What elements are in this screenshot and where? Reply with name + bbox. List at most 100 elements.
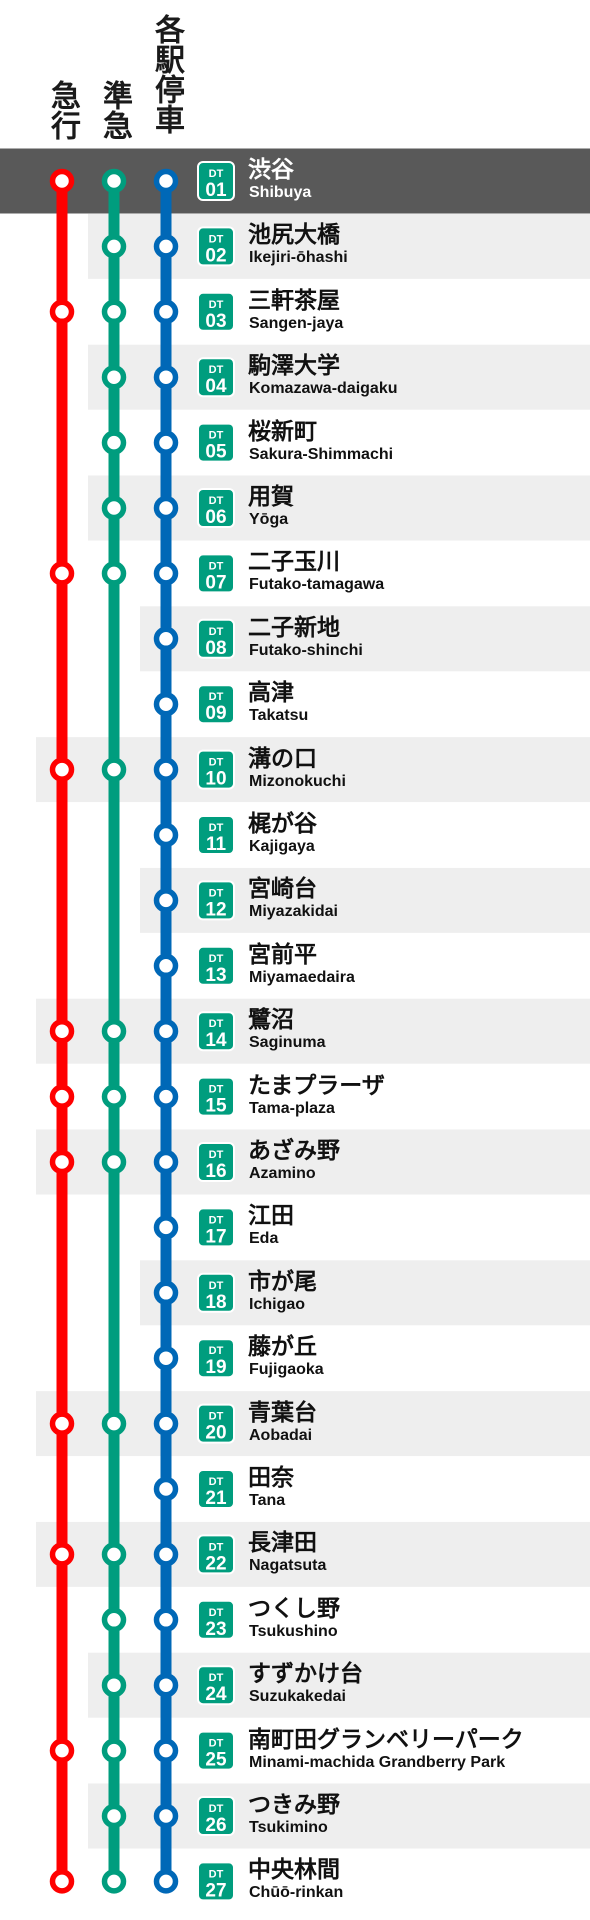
station-name-en: Yōga	[249, 511, 289, 528]
stop-marker	[101, 1803, 127, 1829]
badge-station-number: 15	[205, 1096, 227, 1117]
badge-station-number: 14	[205, 1030, 227, 1051]
badge-station-number: 01	[205, 180, 227, 201]
badge-box	[197, 1730, 235, 1771]
station-name-en: Ichigao	[249, 1295, 306, 1313]
station-name-ja: つきみ野	[248, 1792, 340, 1818]
stop-marker	[153, 1084, 179, 1109]
station-name-en: Sakura-Shimmachi	[249, 445, 394, 463]
badge-box	[197, 880, 235, 921]
badge-box	[197, 1403, 235, 1444]
station-name-ja: 梶が谷	[248, 811, 317, 837]
badge-station-number: 27	[205, 1880, 226, 1901]
badge-line-code: DT	[209, 1541, 224, 1553]
stop-marker	[49, 1542, 75, 1567]
stop-marker	[49, 561, 75, 586]
station-name-ja: 用賀	[248, 484, 294, 510]
badge-box	[197, 1796, 235, 1836]
badge-line-code: DT	[209, 495, 224, 507]
badge-station-number: 02	[205, 245, 226, 266]
badge-box	[197, 161, 235, 201]
row-background	[36, 1129, 590, 1195]
station-name-ja: 江田	[248, 1203, 294, 1230]
stop-marker	[153, 299, 179, 325]
stop-marker	[49, 1084, 75, 1109]
station-name-ja: 渋谷	[248, 157, 294, 183]
badge-station-number: 17	[205, 1226, 226, 1247]
station-name-en: Eda	[249, 1230, 279, 1248]
station-name-en: Tsukushino	[249, 1622, 338, 1640]
badge-line-code: DT	[209, 233, 224, 245]
badge-box	[197, 1665, 235, 1706]
badge-station-number: 19	[205, 1357, 226, 1378]
station-name-en: Chūō-rinkan	[249, 1884, 344, 1902]
badge-station-number: 23	[205, 1619, 226, 1640]
stop-marker	[101, 757, 127, 782]
stop-marker	[153, 1215, 179, 1240]
badge-box	[197, 1534, 235, 1575]
badge-box	[197, 1272, 235, 1313]
station-name-en: Takatsu	[249, 707, 309, 725]
stop-marker	[153, 888, 179, 913]
badge-station-number: 25	[205, 1750, 227, 1771]
stop-marker	[153, 1869, 179, 1894]
stop-marker	[153, 1345, 179, 1371]
badge-line-code: DT	[209, 1803, 224, 1815]
station-name-ja: 三軒茶屋	[248, 287, 340, 314]
stop-marker	[49, 1738, 75, 1763]
stop-marker	[153, 1149, 179, 1175]
station-name-en: Fujigaoka	[249, 1361, 324, 1379]
stop-marker	[153, 1280, 179, 1306]
stop-marker	[153, 561, 179, 586]
header-semi-express: 準急	[97, 80, 132, 140]
badge-box	[197, 291, 235, 332]
badge-line-code: DT	[209, 691, 224, 703]
badge-station-number: 22	[205, 1553, 226, 1574]
stop-marker	[49, 1411, 75, 1436]
badge-line-code: DT	[209, 1084, 224, 1096]
badge-line-code: DT	[209, 364, 224, 376]
stop-marker	[153, 1803, 179, 1829]
station-name-ja: 鷺沼	[248, 1007, 294, 1034]
station-name-ja: 市が尾	[248, 1268, 317, 1295]
stop-marker	[101, 299, 127, 325]
stop-marker	[153, 1476, 179, 1502]
badge-box	[197, 357, 235, 398]
station-name-ja: あざみ野	[248, 1138, 340, 1164]
station-name-en: Futako-tamagawa	[249, 576, 385, 594]
stop-marker	[101, 1607, 127, 1633]
badge-line-code: DT	[209, 626, 224, 638]
badge-station-number: 04	[205, 376, 227, 397]
stop-marker	[153, 1738, 179, 1763]
station-name-ja: 藤が丘	[248, 1334, 317, 1361]
badge-line-code: DT	[209, 1607, 224, 1619]
badge-station-number: 16	[205, 1161, 226, 1182]
station-name-en: Futako-shinchi	[249, 641, 363, 659]
stop-marker	[153, 495, 179, 521]
stop-marker	[101, 495, 127, 521]
stop-marker	[101, 1672, 127, 1698]
badge-line-code: DT	[209, 1411, 224, 1423]
badge-box	[197, 553, 235, 594]
badge-station-number: 03	[205, 311, 226, 332]
stop-marker	[49, 1149, 75, 1175]
badge-box	[197, 1338, 235, 1379]
badge-line-code: DT	[209, 1476, 224, 1488]
stop-marker	[101, 561, 127, 586]
badge-line-code: DT	[209, 1018, 224, 1030]
stop-marker	[153, 234, 179, 259]
badge-box	[197, 1076, 235, 1117]
badge-box	[197, 618, 235, 659]
